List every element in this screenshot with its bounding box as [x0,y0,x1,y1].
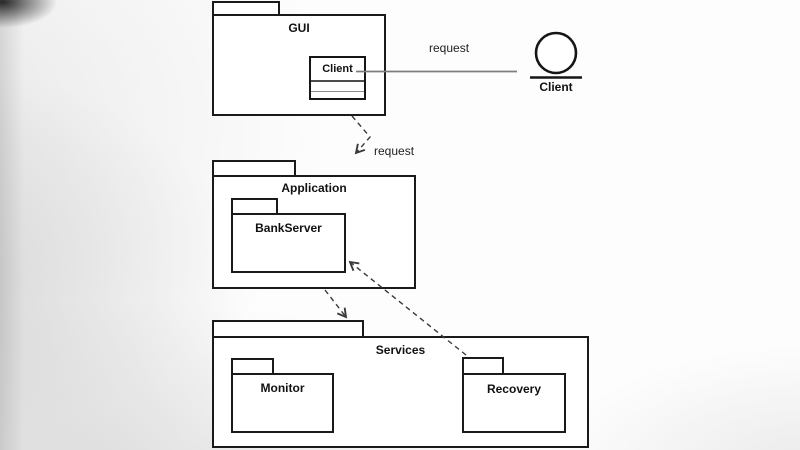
client-actor-circle [534,31,578,75]
services-package-tab [212,320,364,336]
monitor-package-label: Monitor [260,381,305,395]
client-class-attributes-compartment [311,80,364,91]
recovery-package-tab [462,357,504,373]
gui-package-tab [212,1,280,15]
application-to-services-arrow [324,289,348,319]
recovery-package-label: Recovery [486,382,542,396]
gui-package-label: GUI [288,21,310,35]
client-class-methods-compartment [311,91,364,100]
application-package-label: Application [281,181,347,195]
client-class-box: Client [309,56,366,100]
application-package-tab [212,160,296,175]
gui-to-application-arrow [351,115,371,155]
monitor-package-tab [231,358,274,373]
client-actor-label: Client [539,80,573,94]
client-class-name: Client [322,63,353,75]
services-package-label: Services [375,343,426,357]
bankserver-package-body [231,213,346,273]
monitor-package-body [231,373,334,433]
recovery-package-body [462,373,566,433]
bankserver-package-label: BankServer [255,221,322,235]
bankserver-package-tab [231,198,278,213]
request-label-client-connector: request [429,41,470,55]
request-label-gui-application: request [374,144,415,158]
